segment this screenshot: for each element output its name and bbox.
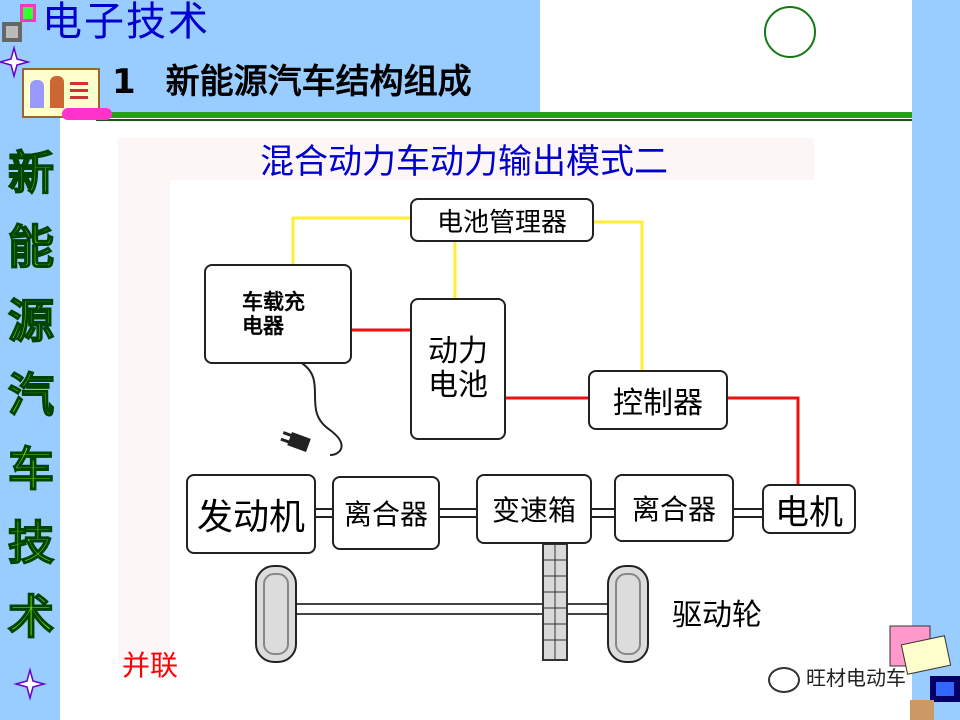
sidebar-char: 术 [7, 590, 55, 644]
sparkle-icon [0, 45, 31, 79]
sidebar-char: 源 [7, 294, 55, 348]
sidebar-char: 新 [7, 146, 55, 200]
clutch-1-box: 离合器 [332, 476, 440, 550]
signal-wire-bms-controller [592, 220, 644, 372]
signal-wire-charger-bms [291, 216, 412, 265]
watermark: 旺材电动车 [768, 662, 906, 693]
charger-cable [299, 361, 343, 456]
bms-box: 电池管理器 [410, 198, 594, 242]
battery-box: 动力 电池 [410, 298, 506, 440]
circle-icon [764, 6, 816, 58]
shaft-clutch1-gearbox [438, 508, 478, 518]
motor-box: 电机 [762, 484, 856, 534]
shaft-clutch2-motor [732, 508, 764, 518]
section-title-text: 新能源汽车结构组成 [165, 62, 472, 102]
sidebar-char: 技 [7, 516, 55, 570]
charger-box: 车载充 电器 [204, 264, 352, 364]
sparkle-icon [13, 667, 47, 701]
wechat-icon [768, 666, 800, 693]
header-curve [60, 48, 540, 118]
drive-wheel-label: 驱动轮 [672, 598, 762, 633]
controller-box: 控制器 [588, 370, 728, 430]
sidebar-char: 车 [7, 442, 55, 496]
wheel-left-icon [255, 565, 297, 663]
charger-label-line1: 车载充 [242, 290, 305, 314]
sidebar-char: 汽 [7, 368, 55, 422]
power-wire-controller-motor [726, 396, 800, 486]
shaft-engine-clutch1 [314, 508, 334, 518]
section-title: 1 新能源汽车结构组成 [112, 62, 472, 102]
wheel-right-icon [607, 565, 649, 663]
battery-label-line1: 动力 [428, 334, 488, 369]
drive-shaft-gear [542, 543, 568, 661]
engine-box: 发动机 [186, 474, 316, 554]
corner-logo-icon [889, 625, 960, 720]
shaft-gearbox-clutch2 [590, 508, 616, 518]
section-number: 1 [112, 62, 136, 102]
charger-label-line2: 电器 [242, 314, 284, 338]
watermark-text: 旺材电动车 [806, 666, 906, 690]
gearbox-box: 变速箱 [476, 474, 592, 544]
plug-icon [280, 431, 311, 452]
corner-squares-icon [0, 0, 40, 44]
mode-label: 并联 [122, 649, 179, 682]
diagram-title: 混合动力车动力输出模式二 [260, 142, 668, 182]
header-title: 电子技术 [42, 0, 210, 45]
header-white-bar [540, 0, 912, 60]
pen-icon [62, 108, 112, 120]
right-border-strip [912, 0, 960, 720]
title-underline-shadow [96, 119, 934, 121]
clutch-2-box: 离合器 [614, 474, 734, 542]
battery-label-line2: 电池 [428, 368, 488, 403]
sidebar-char: 能 [7, 220, 55, 274]
title-underline [96, 112, 934, 118]
